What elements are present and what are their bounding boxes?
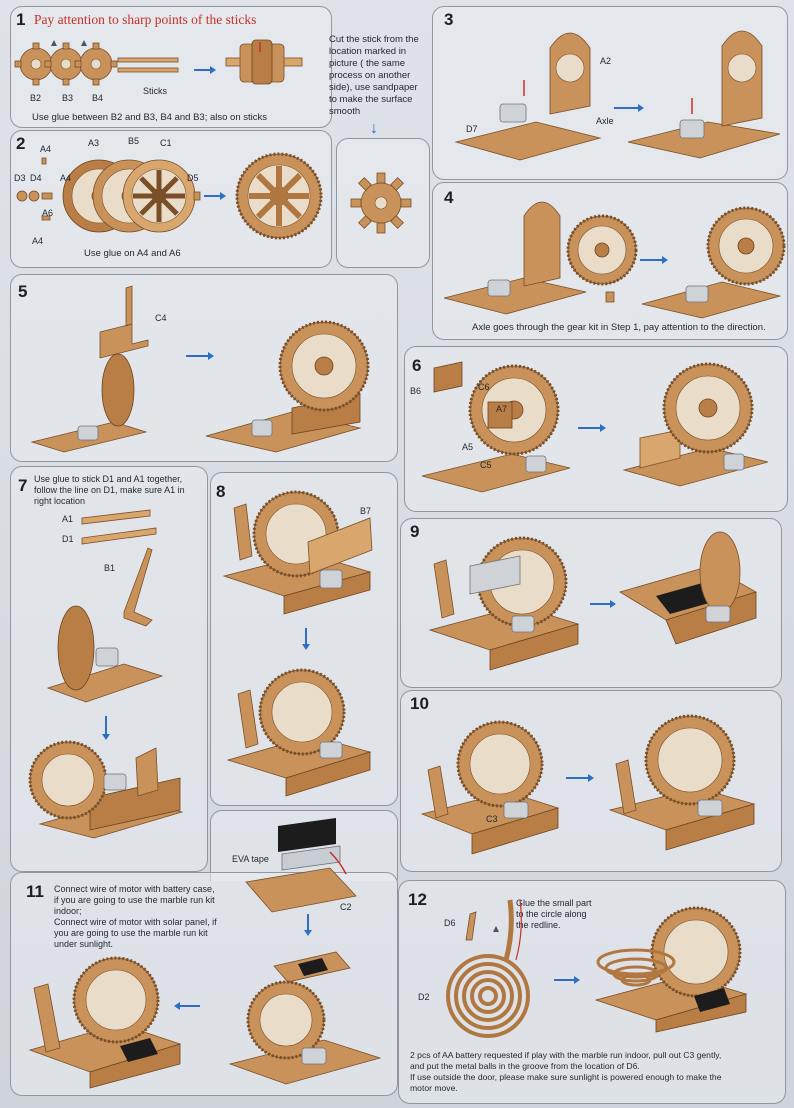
label-b3: B3 bbox=[62, 93, 74, 103]
step-12-note-line-2: to the circle along bbox=[516, 909, 587, 919]
step-12-footer-line-2: and put the metal balls in the groove fr… bbox=[410, 1061, 640, 1071]
step-12-spiral-illustration bbox=[446, 899, 748, 1038]
step-7-note: Use glue to stick D1 and A1 together, fo… bbox=[34, 474, 204, 507]
step-11-assembly-illustration bbox=[28, 818, 382, 1089]
step-12-footer-line-3: If use outside the door, please make sur… bbox=[410, 1072, 722, 1082]
down-arrow-icon: ↓ bbox=[370, 120, 378, 137]
cut-note-line-7: smooth bbox=[329, 106, 361, 117]
step-10-number: 10 bbox=[410, 694, 429, 713]
step-5-number: 5 bbox=[18, 282, 28, 301]
label-d6: D6 bbox=[444, 918, 456, 928]
label-a4-mid: A4 bbox=[60, 173, 72, 183]
label-b2: B2 bbox=[30, 93, 42, 103]
label-b5: B5 bbox=[128, 136, 140, 146]
step-2-note: Use glue on A4 and A6 bbox=[84, 248, 181, 259]
step-8-assembly-illustration bbox=[222, 490, 373, 797]
label-d1: D1 bbox=[62, 534, 74, 544]
step-3-base-illustration bbox=[454, 30, 781, 161]
step-7-note-line-3: right location bbox=[34, 496, 86, 506]
label-c4: C4 bbox=[155, 313, 167, 323]
step-7-note-line-2: follow the line on D1, make sure A1 in bbox=[34, 485, 185, 495]
step-12-number: 12 bbox=[408, 890, 427, 909]
label-b7: B7 bbox=[360, 506, 372, 516]
label-a7: A7 bbox=[496, 404, 508, 414]
step-10-assembly-illustration bbox=[420, 714, 756, 855]
step-12-note-line-3: the redline. bbox=[516, 920, 561, 930]
step-9-assembly-illustration bbox=[428, 531, 758, 671]
label-a1: A1 bbox=[62, 514, 74, 524]
step-12-footer-line-4: motor move. bbox=[410, 1083, 458, 1093]
label-a6: A6 bbox=[42, 208, 54, 218]
label-c5: C5 bbox=[480, 460, 492, 470]
cut-stick-note: Cut the stick from the location marked i… bbox=[329, 34, 429, 118]
step-12-note-line-1: Glue the small part bbox=[516, 898, 592, 908]
label-d3: D3 bbox=[14, 173, 26, 183]
step-5-assembly-illustration bbox=[30, 285, 370, 453]
label-d4: D4 bbox=[30, 173, 42, 183]
step-1-gears-illustration bbox=[14, 39, 303, 86]
cut-note-line-3: picture ( the same bbox=[329, 58, 406, 69]
step-8-number: 8 bbox=[216, 482, 226, 501]
step-4-number: 4 bbox=[444, 188, 454, 207]
label-a2: A2 bbox=[600, 56, 612, 66]
step-4-note: Axle goes through the gear kit in Step 1… bbox=[472, 322, 766, 333]
step-7-note-line-1: Use glue to stick D1 and A1 together, bbox=[34, 474, 183, 484]
label-d5: D5 bbox=[187, 173, 199, 183]
step-11-note-line-6: under sunlight. bbox=[54, 939, 114, 949]
label-d2: D2 bbox=[418, 992, 430, 1002]
label-eva-tape: EVA tape bbox=[232, 854, 269, 864]
step-2-number: 2 bbox=[16, 134, 26, 153]
label-axle: Axle bbox=[596, 116, 614, 126]
step-7-assembly-illustration bbox=[28, 509, 184, 839]
step-1-note: Use glue between B2 and B3, B4 and B3; a… bbox=[32, 112, 268, 123]
label-a4-top: A4 bbox=[40, 144, 52, 154]
step-12-footer-line-1: 2 pcs of AA battery requested if play wi… bbox=[410, 1050, 722, 1060]
label-a5: A5 bbox=[462, 442, 474, 452]
label-a4-bottom: A4 bbox=[32, 236, 44, 246]
step-11-note: Connect wire of motor with battery case,… bbox=[54, 884, 250, 950]
step-12-note: Glue the small part to the circle along … bbox=[516, 898, 636, 931]
label-a3: A3 bbox=[88, 138, 100, 148]
step-11-note-line-4: Connect wire of motor with solar panel, … bbox=[54, 917, 217, 927]
label-d7: D7 bbox=[466, 124, 478, 134]
label-b6: B6 bbox=[410, 386, 422, 396]
cut-note-line-1: Cut the stick from the bbox=[329, 34, 419, 45]
step-11-number: 11 bbox=[26, 882, 44, 901]
cut-note-line-4: process on another bbox=[329, 70, 411, 81]
label-c2: C2 bbox=[340, 902, 352, 912]
step-11-note-line-1: Connect wire of motor with battery case, bbox=[54, 884, 215, 894]
step-3-number: 3 bbox=[444, 10, 454, 29]
step-12-footer-note: 2 pcs of AA battery requested if play wi… bbox=[410, 1050, 782, 1094]
step-7-number: 7 bbox=[18, 476, 28, 495]
step-9-number: 9 bbox=[410, 522, 420, 541]
step-6-assembly-illustration bbox=[421, 361, 769, 493]
label-sticks: Sticks bbox=[143, 86, 168, 96]
step-4-assembly-illustration bbox=[443, 201, 786, 319]
label-c6: C6 bbox=[478, 382, 490, 392]
step-11-note-line-5: you are going to use the marble run kit bbox=[54, 928, 208, 938]
label-b1: B1 bbox=[104, 563, 116, 573]
label-c3: C3 bbox=[486, 814, 498, 824]
cut-note-line-6: to make the surface bbox=[329, 94, 413, 105]
step-6-number: 6 bbox=[412, 356, 422, 375]
finished-gear-illustration bbox=[350, 172, 412, 234]
cut-note-line-5: side), use sandpaper bbox=[329, 82, 418, 93]
cut-note-line-2: location marked in bbox=[329, 46, 407, 57]
step-11-note-line-3: indoor; bbox=[54, 906, 82, 916]
label-c1: C1 bbox=[160, 138, 172, 148]
step-1-warning: Pay attention to sharp points of the sti… bbox=[34, 12, 257, 27]
step-2-gear-stack-illustration bbox=[16, 152, 323, 240]
step-11-note-line-2: if you are going to use the marble run k… bbox=[54, 895, 215, 905]
step-1-number: 1 bbox=[16, 10, 26, 29]
label-b4: B4 bbox=[92, 93, 104, 103]
